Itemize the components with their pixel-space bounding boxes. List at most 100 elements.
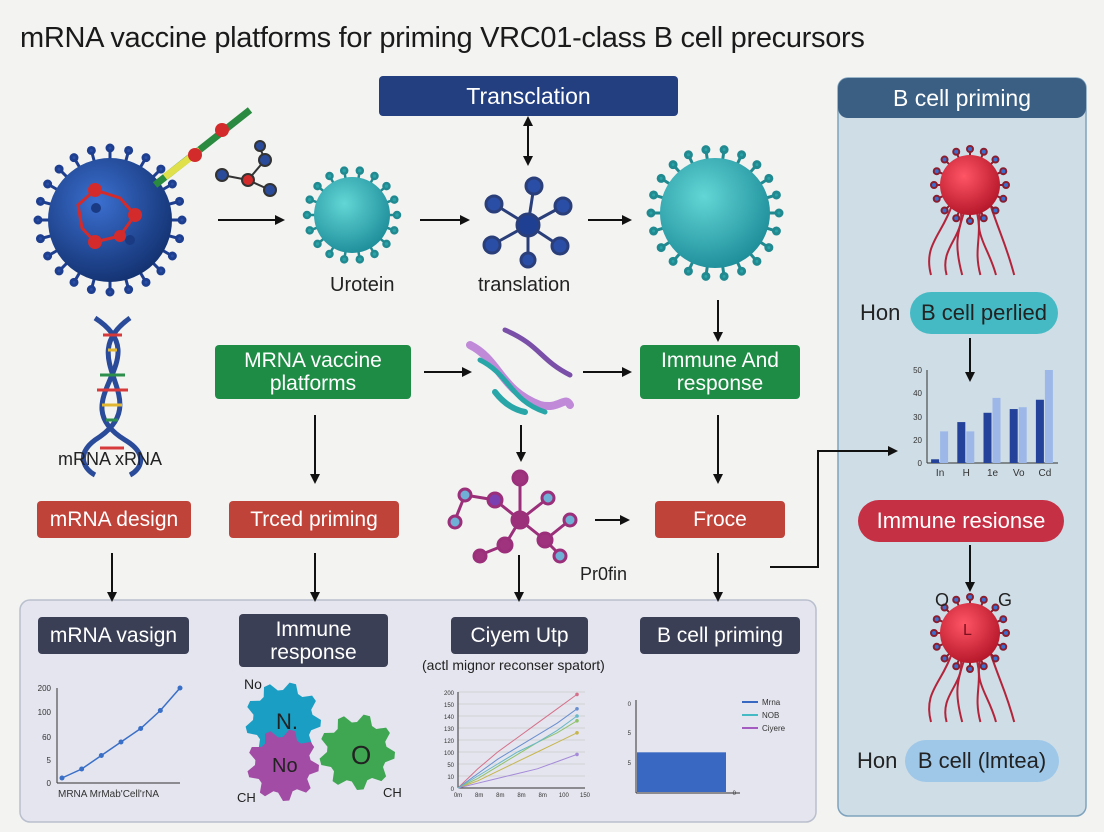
chart3-legend-label: Ciyere bbox=[762, 724, 786, 733]
virus-letter-g: G bbox=[998, 590, 1013, 610]
chart1-point bbox=[118, 739, 124, 745]
gear-label-o: O bbox=[351, 740, 372, 770]
chart4-bar bbox=[940, 431, 949, 463]
chart2-xtick: 8m bbox=[475, 793, 483, 799]
blue-virus-icon bbox=[33, 107, 253, 297]
chart4-bar bbox=[1009, 409, 1018, 463]
chart2-ytick: 100 bbox=[444, 751, 455, 757]
chart4-xtick: Cd bbox=[1039, 468, 1052, 479]
immune-and-response-box: Immune And response bbox=[640, 345, 800, 399]
chart4-ytick: 20 bbox=[913, 436, 922, 445]
chart2-xtick: 8m bbox=[538, 793, 546, 799]
chart2-point bbox=[575, 707, 579, 711]
chart4-xtick: In bbox=[936, 468, 944, 479]
virus-letter-o: O bbox=[935, 590, 950, 610]
teal-virus-small-icon bbox=[302, 166, 402, 264]
chart4-ytick: 50 bbox=[913, 366, 922, 375]
ciyem-utp-box: Ciyem Utp bbox=[451, 617, 588, 654]
chart2-xtick: 8m bbox=[496, 793, 504, 799]
chart2-series-line bbox=[457, 715, 578, 789]
chart1-point bbox=[59, 775, 65, 781]
b-cell-imtea-pill: B cell (lmtea) bbox=[905, 740, 1059, 782]
immune-resionse-pill: Immune resionse bbox=[858, 500, 1064, 542]
chart4-ytick: 0 bbox=[918, 459, 923, 468]
pr0fin-label: Pr0fin bbox=[580, 564, 628, 584]
chart2-point bbox=[575, 719, 579, 723]
chart2-ytick: 0 bbox=[451, 787, 455, 793]
chart2-point bbox=[575, 752, 579, 757]
chart4-xtick: 1e bbox=[987, 468, 999, 479]
chart2-xtick: 0m bbox=[454, 793, 462, 799]
chart1-point bbox=[79, 766, 85, 772]
chart2-ytick: 130 bbox=[444, 727, 455, 733]
chart2-point bbox=[575, 714, 579, 718]
chart3-legend-label: Mrna bbox=[762, 698, 781, 707]
chart1-ytick: 0 bbox=[47, 779, 52, 788]
chart2-ytick: 10 bbox=[447, 775, 454, 781]
right-panel-header bbox=[838, 78, 1086, 118]
red-virus-bottom-icon bbox=[928, 593, 1016, 723]
chart3-bar bbox=[637, 752, 726, 792]
protein-molecule-icon bbox=[482, 176, 573, 269]
chart1-point bbox=[98, 753, 104, 758]
trced-priming-box: Trced priming bbox=[229, 501, 399, 538]
chart4-xtick: Vo bbox=[1013, 468, 1025, 479]
chart2-series-line bbox=[457, 732, 578, 789]
mrna-vaccine-platforms-box: MRNA vaccine platforms bbox=[215, 345, 411, 399]
molecule-network-icon bbox=[447, 469, 578, 564]
flow-arrows bbox=[107, 116, 975, 602]
chart1-ytick: 200 bbox=[38, 684, 52, 693]
hon-label-2: Hon bbox=[857, 748, 898, 773]
chart3-ytick: 5 bbox=[628, 761, 632, 767]
chart1-xlabel: MRNA MrMab'Cell'rNA bbox=[58, 789, 159, 800]
chart2-xtick: 150 bbox=[580, 793, 591, 799]
chart2-series-line bbox=[457, 753, 578, 789]
virus-letter-l: L bbox=[963, 622, 972, 639]
chart4-bar bbox=[1044, 370, 1053, 463]
translation-label: translation bbox=[478, 274, 571, 296]
hon-label-1: Hon bbox=[860, 300, 901, 325]
chart4-bar bbox=[931, 459, 940, 463]
urotein-label: Urotein bbox=[330, 274, 395, 296]
chart1-point bbox=[177, 685, 183, 691]
chart2-ytick: 120 bbox=[444, 739, 455, 745]
chart4-bar bbox=[957, 422, 966, 463]
chart4-ytick: 30 bbox=[913, 413, 922, 422]
gear-label-n: N. bbox=[276, 709, 298, 734]
b-cell-priming-box: B cell priming bbox=[640, 617, 800, 654]
chart2-point bbox=[575, 692, 579, 697]
chart2-ytick: 150 bbox=[444, 703, 455, 709]
b-cell-perlied-pill: B cell perlied bbox=[910, 292, 1058, 334]
immune-response-box: Immune response bbox=[239, 614, 388, 667]
mrna-xrna-label: mRNA xRNA bbox=[58, 449, 163, 469]
chart3-legend-label: NOB bbox=[762, 711, 779, 720]
chart4-bar bbox=[1018, 407, 1027, 463]
dna-helix-icon bbox=[81, 315, 144, 478]
teal-virus-large-icon bbox=[646, 145, 784, 281]
rna-strands-icon bbox=[466, 327, 574, 415]
b-cell-priming-header: B cell priming bbox=[892, 84, 1032, 111]
bottom-panel bbox=[19, 599, 817, 823]
mrna-design-box: mRNA design bbox=[37, 501, 191, 538]
chart1-ytick: 100 bbox=[38, 708, 52, 717]
chart2-series-line bbox=[457, 720, 578, 789]
chart3-ytick: 5 bbox=[628, 731, 632, 737]
gear-label-ch-right: CH bbox=[383, 785, 402, 800]
chart2-point bbox=[575, 731, 579, 735]
chart2-xtick: 100 bbox=[559, 793, 570, 799]
chart2-ytick: 50 bbox=[447, 763, 454, 769]
chart3-ytick: 0 bbox=[733, 791, 737, 797]
chart4-ytick: 40 bbox=[913, 389, 922, 398]
chart4-bar bbox=[992, 397, 1001, 463]
ciyem-utp-subtitle: (actl mignor reconser spatort) bbox=[422, 657, 605, 673]
page-title: mRNA vaccine platforms for priming VRC01… bbox=[20, 22, 865, 54]
gears-illustration bbox=[245, 682, 395, 801]
molecule-small-icon bbox=[215, 140, 277, 197]
mrna-vasign-box: mRNA vasign bbox=[38, 617, 189, 654]
gear-label-no: No bbox=[272, 755, 298, 777]
